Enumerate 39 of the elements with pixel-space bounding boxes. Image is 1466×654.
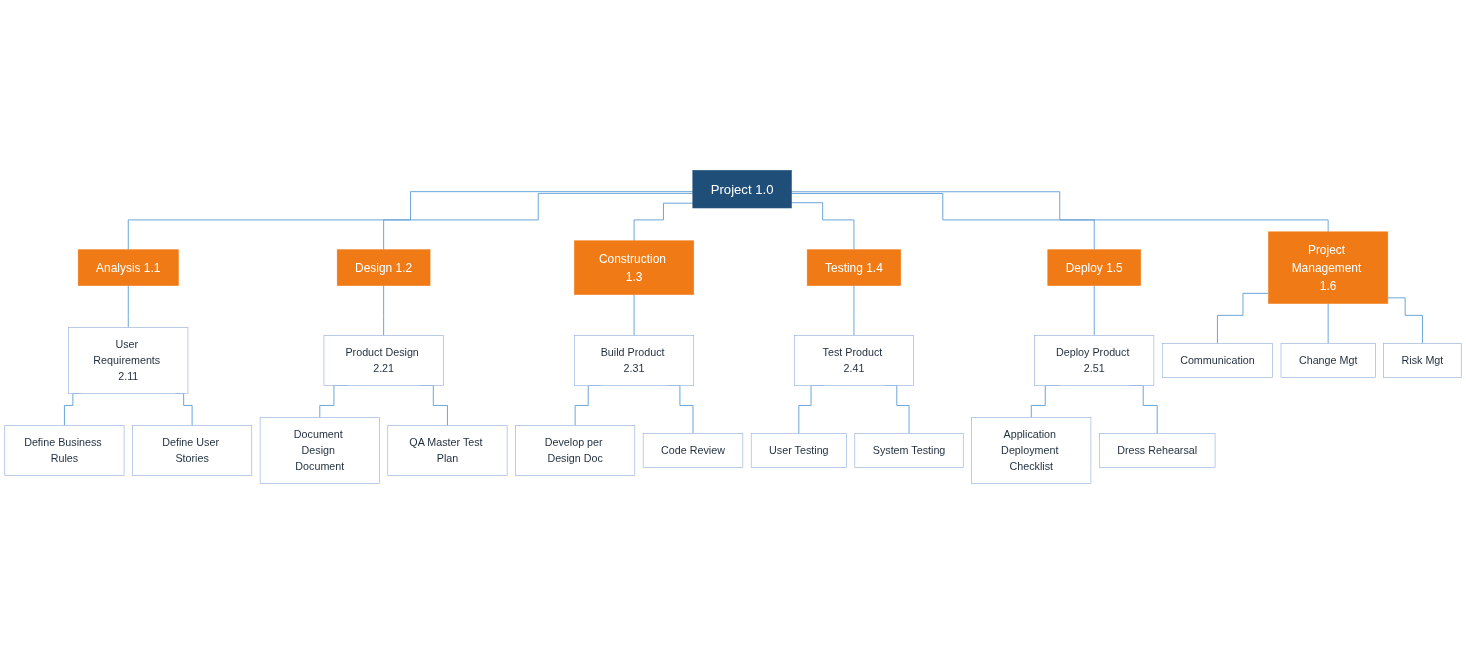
- node-box: Project Management 1.6: [1268, 231, 1389, 304]
- node-box: Product Design 2.21: [323, 335, 444, 386]
- connector: [790, 191, 1329, 233]
- node-box: Deploy Product 2.51: [1034, 335, 1155, 386]
- node-box: Define User Stories: [132, 425, 253, 476]
- node-box: Build Product 2.31: [574, 335, 695, 386]
- node-box: Construction 1.3: [574, 240, 695, 295]
- connector: [127, 191, 694, 251]
- connector: [1217, 292, 1269, 344]
- connector: [127, 285, 129, 328]
- connector: [633, 294, 635, 336]
- connector: [790, 202, 855, 251]
- node-box: User Testing: [750, 433, 847, 468]
- node-box: Testing 1.4: [806, 249, 901, 286]
- node-box: Code Review: [642, 433, 744, 468]
- node-box: Develop per Design Doc: [515, 425, 636, 476]
- connector: [1327, 303, 1329, 344]
- connector: [633, 202, 694, 242]
- node-box: Design 1.2: [336, 249, 431, 286]
- node-box: Application Deployment Checklist: [971, 417, 1092, 484]
- node-box: Project 1.0: [692, 170, 792, 209]
- connector: [1093, 285, 1095, 336]
- node-box: QA Master Test Plan: [387, 425, 508, 476]
- node-box: Risk Mgt: [1383, 343, 1462, 378]
- node-box: Document Design Document: [259, 417, 380, 484]
- node-box: Analysis 1.1: [77, 249, 179, 286]
- connector: [383, 192, 694, 251]
- node-box: Test Product 2.41: [793, 335, 914, 386]
- connector: [790, 193, 1095, 251]
- connector: [1387, 297, 1423, 344]
- node-box: Change Mgt: [1280, 343, 1376, 378]
- connector: [853, 285, 855, 336]
- node-box: Define Business Rules: [4, 425, 125, 476]
- connector: [383, 285, 385, 336]
- node-box: System Testing: [854, 433, 964, 468]
- node-box: Deploy 1.5: [1047, 249, 1141, 286]
- node-box: User Requirements 2.11: [68, 327, 189, 394]
- node-box: Dress Rehearsal: [1099, 433, 1216, 468]
- node-box: Communication: [1161, 343, 1273, 378]
